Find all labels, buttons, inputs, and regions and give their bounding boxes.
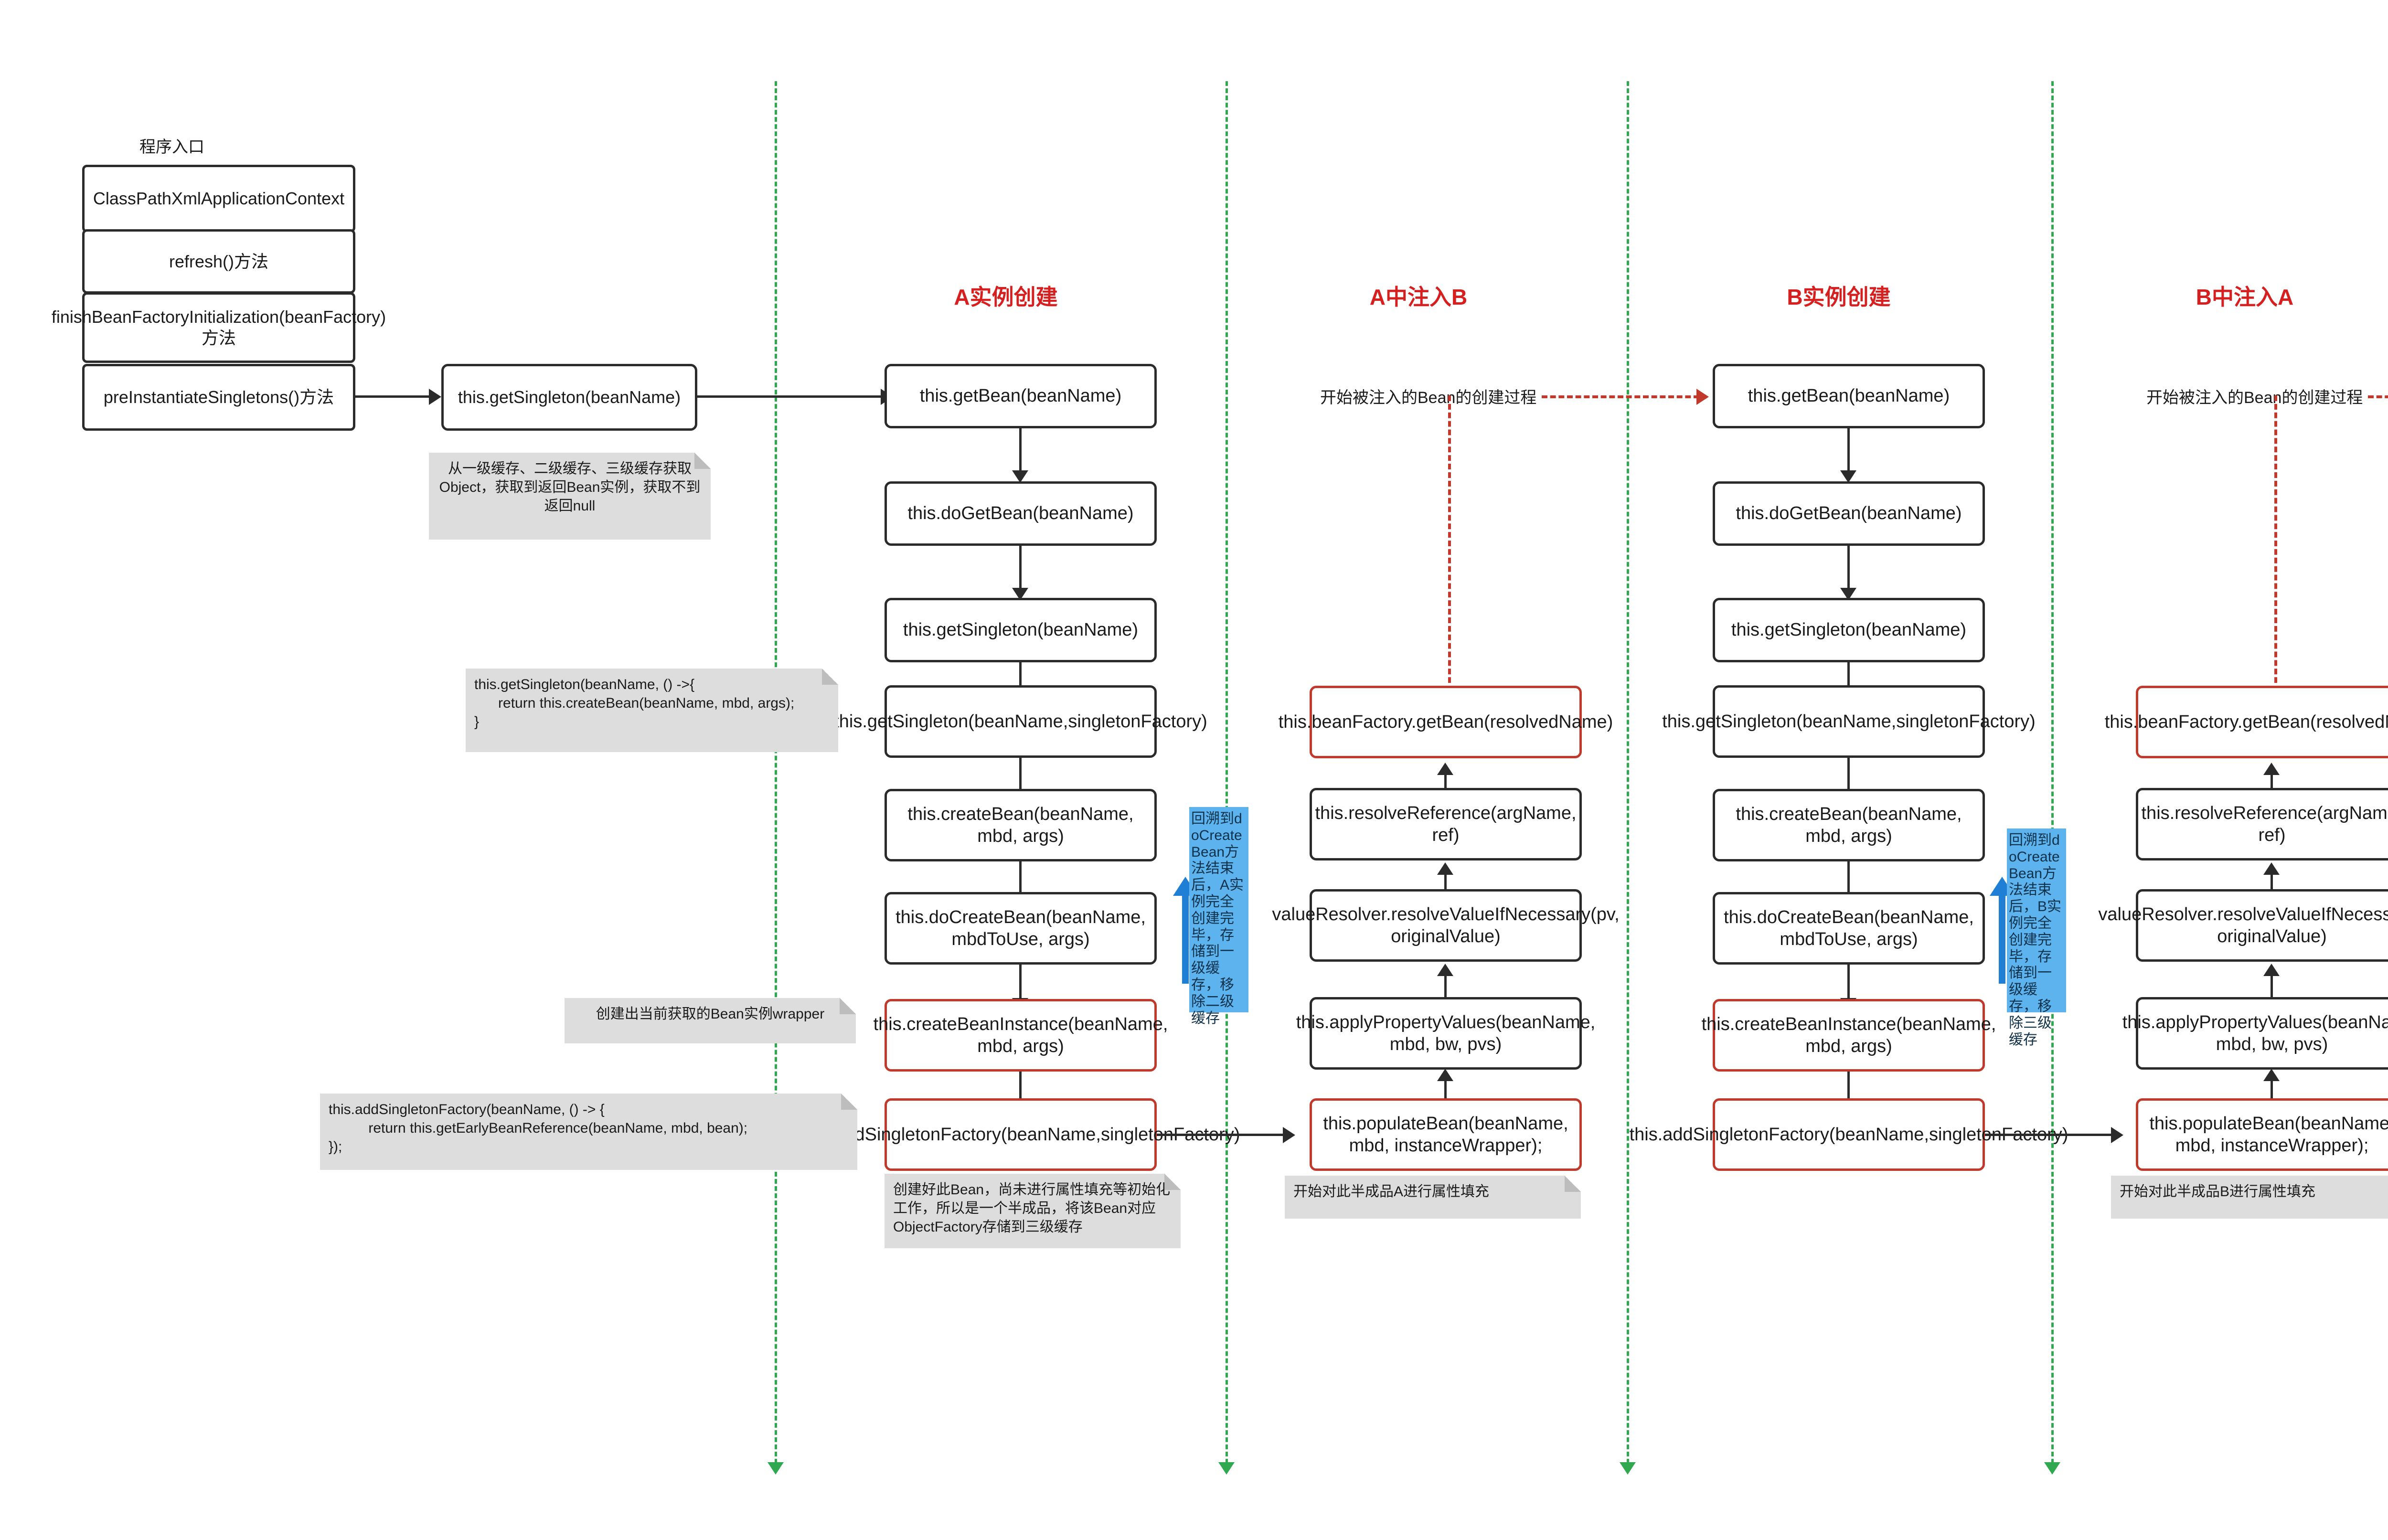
col1-node-docreatebean[interactable]: this.doCreateBean(beanName, mbdToUse, ar… — [885, 892, 1157, 965]
col3-connector-6 — [1847, 965, 1850, 1010]
connector-entry-to-getsingleton-arrow — [429, 389, 441, 405]
col3-connector-1 — [1847, 428, 1850, 481]
return-arrow-2-shaft — [1999, 895, 2005, 984]
col1-connector-6 — [1019, 965, 1022, 1010]
col2-node-resolvereference[interactable]: this.resolveReference(argName, ref) — [1310, 788, 1582, 860]
col4-node-resolvevalueifnecessary[interactable]: valueResolver.resolveValueIfNecessary(pv… — [2098, 889, 2388, 962]
col3-connector-3 — [1847, 662, 1850, 697]
col3-connector-2 — [1847, 546, 1850, 598]
col3-node-getbean[interactable]: this.getBean(beanName) — [1713, 364, 1985, 428]
entry-node-finishbeanfactoryinitialization[interactable]: finishBeanFactoryInitialization(beanFact… — [52, 292, 386, 363]
col1-node-createbeaninstance[interactable]: this.createBeanInstance(beanName, mbd, a… — [874, 999, 1168, 1072]
col1-connector-4 — [1019, 758, 1022, 801]
column-title-a-inject-b: A中注入B — [1369, 285, 1468, 309]
col2-node-resolvevalueifnecessary[interactable]: valueResolver.resolveValueIfNecessary(pv… — [1272, 889, 1620, 962]
lane-arrow-3 — [1620, 1462, 1636, 1475]
red-dashed-col2-vertical — [1448, 395, 1451, 691]
col3-connector-7 — [1847, 1072, 1850, 1117]
note-col1-wrapper: 创建出当前获取的Bean实例wrapper — [565, 998, 856, 1043]
col4-connector-4-arrow — [2263, 1069, 2280, 1081]
note-col1-getsingleton-lambda: this.getSingleton(beanName, () ->{ retur… — [466, 669, 838, 752]
col1-node-getsingleton-factory[interactable]: this.getSingleton(beanName,singletonFact… — [834, 685, 1207, 758]
lane-arrow-1 — [768, 1462, 784, 1475]
col4-node-beanfactory-getbean[interactable]: this.beanFactory.getBean(resolvedName) — [2105, 686, 2388, 758]
lane-divider-1 — [775, 81, 777, 1464]
label-col2-start-inject: 开始被注入的Bean的创建过程 — [1320, 389, 1537, 407]
col4-node-applypropertyvalues[interactable]: this.applyPropertyValues(beanName, mbd, … — [2122, 997, 2388, 1070]
note-col1-addsingletonfactory-lambda: this.addSingletonFactory(beanName, () ->… — [320, 1094, 857, 1170]
red-dashed-col2-to-col3-arrow — [1696, 389, 1709, 405]
col3-connector-5 — [1847, 861, 1850, 904]
entry-node-preinstantiatesingletons[interactable]: preInstantiateSingletons()方法 — [82, 364, 355, 431]
col4-connector-3-arrow — [2263, 964, 2280, 976]
entry-node-classpathxmlapplicationcontext[interactable]: ClassPathXmlApplicationContext — [82, 165, 355, 233]
lane-divider-4 — [2051, 81, 2054, 1464]
node-entry-getsingleton[interactable]: this.getSingleton(beanName) — [441, 364, 697, 431]
col4-node-resolvereference[interactable]: this.resolveReference(argName, ref) — [2136, 788, 2388, 860]
col3-node-createbeaninstance[interactable]: this.createBeanInstance(beanName, mbd, a… — [1702, 999, 1996, 1072]
red-dashed-col4-to-col5 — [2368, 395, 2388, 398]
note-col4-bottom: 开始对此半成品B进行属性填充 — [2111, 1176, 2388, 1219]
note-getsingleton-cache: 从一级缓存、二级缓存、三级缓存获取Object，获取到返回Bean实例，获取不到… — [429, 453, 711, 540]
col1-connector-1 — [1019, 428, 1022, 481]
col4-connector-3 — [2271, 973, 2273, 1019]
col2-connector-3-arrow — [1437, 964, 1453, 976]
col4-connector-1-arrow — [2263, 763, 2280, 775]
col3-node-docreatebean[interactable]: this.doCreateBean(beanName, mbdToUse, ar… — [1713, 892, 1985, 965]
entry-node-refresh[interactable]: refresh()方法 — [82, 229, 355, 294]
col3-connector-1-arrow — [1840, 470, 1856, 483]
col1-connector-7 — [1019, 1072, 1022, 1117]
col1-node-getbean[interactable]: this.getBean(beanName) — [885, 364, 1157, 428]
return-callout-1: 回溯到doCreateBean方法结束后，A实例完全创建完毕，存储到一级缓存，移… — [1189, 807, 1248, 1026]
connector-col3-to-col4 — [1985, 1134, 2114, 1136]
red-dashed-col2-to-col3 — [1542, 395, 1699, 398]
col1-connector-5 — [1019, 861, 1022, 904]
connector-getsingleton-to-col1 — [697, 395, 884, 398]
col4-node-populatebean[interactable]: this.populateBean(beanName, mbd, instanc… — [2136, 1098, 2388, 1171]
note-col1-bottom: 创建好此Bean，尚未进行属性填充等初始化工作，所以是一个半成品，将该Bean对… — [885, 1174, 1181, 1248]
col2-connector-4-arrow — [1437, 1069, 1453, 1081]
col4-connector-2-arrow — [2263, 862, 2280, 875]
note-col2-bottom: 开始对此半成品A进行属性填充 — [1285, 1176, 1581, 1219]
lane-divider-3 — [1627, 81, 1629, 1464]
col1-node-createbean[interactable]: this.createBean(beanName, mbd, args) — [885, 789, 1157, 861]
lane-divider-2 — [1226, 81, 1228, 1464]
connector-col3-to-col4-arrow — [2111, 1127, 2123, 1143]
col1-node-addsingletonfactory[interactable]: this.addSingletonFactory(beanName,single… — [801, 1098, 1240, 1171]
col2-node-populatebean[interactable]: this.populateBean(beanName, mbd, instanc… — [1310, 1098, 1582, 1171]
lane-arrow-4 — [2044, 1462, 2060, 1475]
return-arrow-1-shaft — [1182, 895, 1189, 984]
return-callout-2: 回溯到doCreateBean方法结束后，B实例完全创建完毕，存储到一级缓存，移… — [2007, 828, 2066, 1048]
col2-connector-3 — [1444, 973, 1447, 1019]
lane-arrow-2 — [1218, 1462, 1235, 1475]
col1-connector-3 — [1019, 662, 1022, 697]
col3-node-dogetbean[interactable]: this.doGetBean(beanName) — [1713, 481, 1985, 546]
col2-connector-2-arrow — [1437, 862, 1453, 875]
col2-connector-1-arrow — [1437, 763, 1453, 775]
connector-col1-to-col2 — [1157, 1134, 1286, 1136]
column-title-a-instance-create: A实例创建 — [954, 285, 1058, 309]
connector-col1-to-col2-arrow — [1283, 1127, 1295, 1143]
col1-connector-2 — [1019, 546, 1022, 598]
entry-title: 程序入口 — [139, 138, 204, 156]
column-title-b-inject-a: B中注入A — [2196, 285, 2294, 309]
connector-entry-to-getsingleton — [355, 395, 432, 398]
column-title-b-instance-create: B实例创建 — [1787, 285, 1891, 309]
col2-node-applypropertyvalues[interactable]: this.applyPropertyValues(beanName, mbd, … — [1296, 997, 1595, 1070]
col3-node-getsingleton-factory[interactable]: this.getSingleton(beanName,singletonFact… — [1662, 685, 2036, 758]
col1-node-getsingleton[interactable]: this.getSingleton(beanName) — [885, 598, 1157, 662]
col3-connector-4 — [1847, 758, 1850, 801]
col2-node-beanfactory-getbean[interactable]: this.beanFactory.getBean(resolvedName) — [1279, 686, 1613, 758]
col3-node-createbean[interactable]: this.createBean(beanName, mbd, args) — [1713, 789, 1985, 861]
label-col4-start-inject: 开始被注入的Bean的创建过程 — [2146, 389, 2363, 407]
col1-connector-1-arrow — [1012, 470, 1028, 483]
col3-node-getsingleton[interactable]: this.getSingleton(beanName) — [1713, 598, 1985, 662]
col1-node-dogetbean[interactable]: this.doGetBean(beanName) — [885, 481, 1157, 546]
col3-node-addsingletonfactory[interactable]: this.addSingletonFactory(beanName,single… — [1630, 1098, 2068, 1171]
red-dashed-col4-vertical — [2274, 395, 2277, 691]
